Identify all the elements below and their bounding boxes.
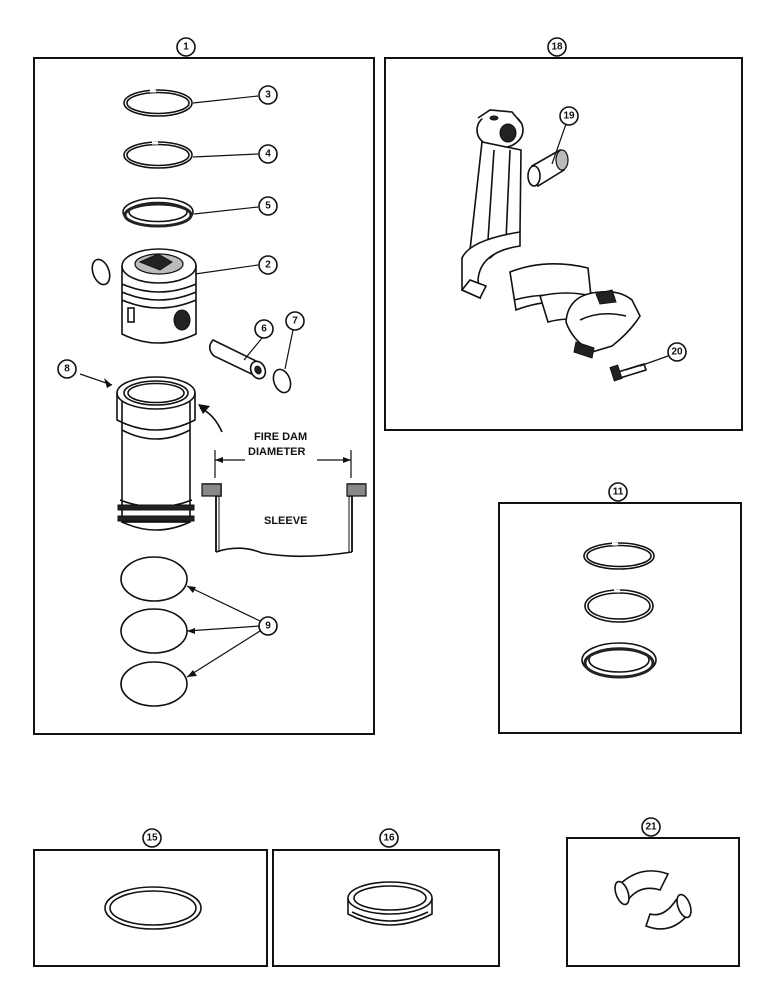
leader-20: [639, 355, 669, 367]
cylinder-sleeve: [116, 376, 196, 531]
leader-19: [551, 123, 567, 165]
callout-1: 1: [176, 37, 196, 57]
callout-3: 3: [258, 85, 278, 105]
callout-21: 21: [641, 817, 661, 837]
callout-7-label: 7: [292, 316, 298, 327]
leader-3: [192, 95, 259, 104]
callout-4-label: 4: [265, 149, 271, 160]
fire-dam-label-2: DIAMETER: [248, 446, 306, 458]
leader-4: [192, 153, 259, 158]
callout-6-label: 6: [261, 324, 267, 335]
callout-16-label: 16: [383, 833, 395, 844]
ring-15: [104, 886, 202, 930]
o-ring-1: [120, 556, 188, 602]
callout-19-label: 19: [563, 111, 575, 122]
panel-21: [566, 837, 740, 967]
rod-bolt: [609, 363, 648, 382]
bearing-half-lower: [644, 893, 692, 930]
snap-ring-right: [272, 368, 292, 394]
bearing-half-upper: [614, 870, 670, 906]
callout-2: 2: [258, 255, 278, 275]
callout-7: 7: [285, 311, 305, 331]
fire-dam-detail: FIRE DAM DIAMETER SLEEVE: [201, 431, 367, 558]
callout-8: 8: [57, 359, 77, 379]
leader-9a: [186, 585, 261, 622]
callout-2-label: 2: [265, 260, 271, 271]
callout-18-label: 18: [551, 42, 563, 53]
piston-ring-top: [123, 89, 193, 117]
ring-set-oil: [581, 642, 657, 679]
rod-cap: [565, 289, 641, 359]
callout-1-label: 1: [183, 42, 189, 53]
piston-pin: [208, 339, 267, 380]
ring-set-top: [583, 542, 655, 570]
callout-15: 15: [142, 828, 162, 848]
ring-set-middle: [584, 589, 654, 623]
leader-2: [194, 264, 259, 275]
detail-arrowhead: [198, 404, 210, 414]
leader-9c: [186, 630, 261, 678]
leader-5: [193, 206, 259, 215]
callout-20: 20: [667, 342, 687, 362]
callout-9-label: 9: [265, 621, 271, 632]
callout-11-label: 11: [613, 487, 624, 498]
snap-ring-left: [91, 258, 111, 286]
callout-16: 16: [379, 828, 399, 848]
callout-8-label: 8: [64, 364, 70, 375]
piston-pin-bushing: [527, 148, 569, 188]
piston: [121, 248, 197, 344]
connecting-rod: [460, 109, 524, 300]
o-ring-3: [120, 661, 188, 707]
piston-ring-middle: [123, 141, 193, 169]
callout-21-label: 21: [645, 822, 657, 833]
panel-11: [498, 502, 742, 734]
arrow-8: [104, 378, 112, 388]
panel-15: [33, 849, 268, 967]
sleeve-label: SLEEVE: [264, 515, 307, 527]
sleeve-ring-16: [347, 881, 433, 926]
callout-9: 9: [258, 616, 278, 636]
callout-18: 18: [547, 37, 567, 57]
callout-6: 6: [254, 319, 274, 339]
oil-ring: [122, 197, 194, 228]
callout-11: 11: [608, 482, 628, 502]
leader-7: [284, 329, 294, 370]
callout-19: 19: [559, 106, 579, 126]
callout-3-label: 3: [265, 90, 271, 101]
leader-9b: [186, 625, 261, 632]
panel-1: [33, 57, 375, 735]
callout-20-label: 20: [671, 347, 683, 358]
leader-6: [243, 337, 263, 361]
fire-dam-label-1: FIRE DAM: [254, 431, 307, 443]
callout-5: 5: [258, 196, 278, 216]
callout-15-label: 15: [146, 833, 158, 844]
callout-5-label: 5: [265, 201, 271, 212]
callout-4: 4: [258, 144, 278, 164]
